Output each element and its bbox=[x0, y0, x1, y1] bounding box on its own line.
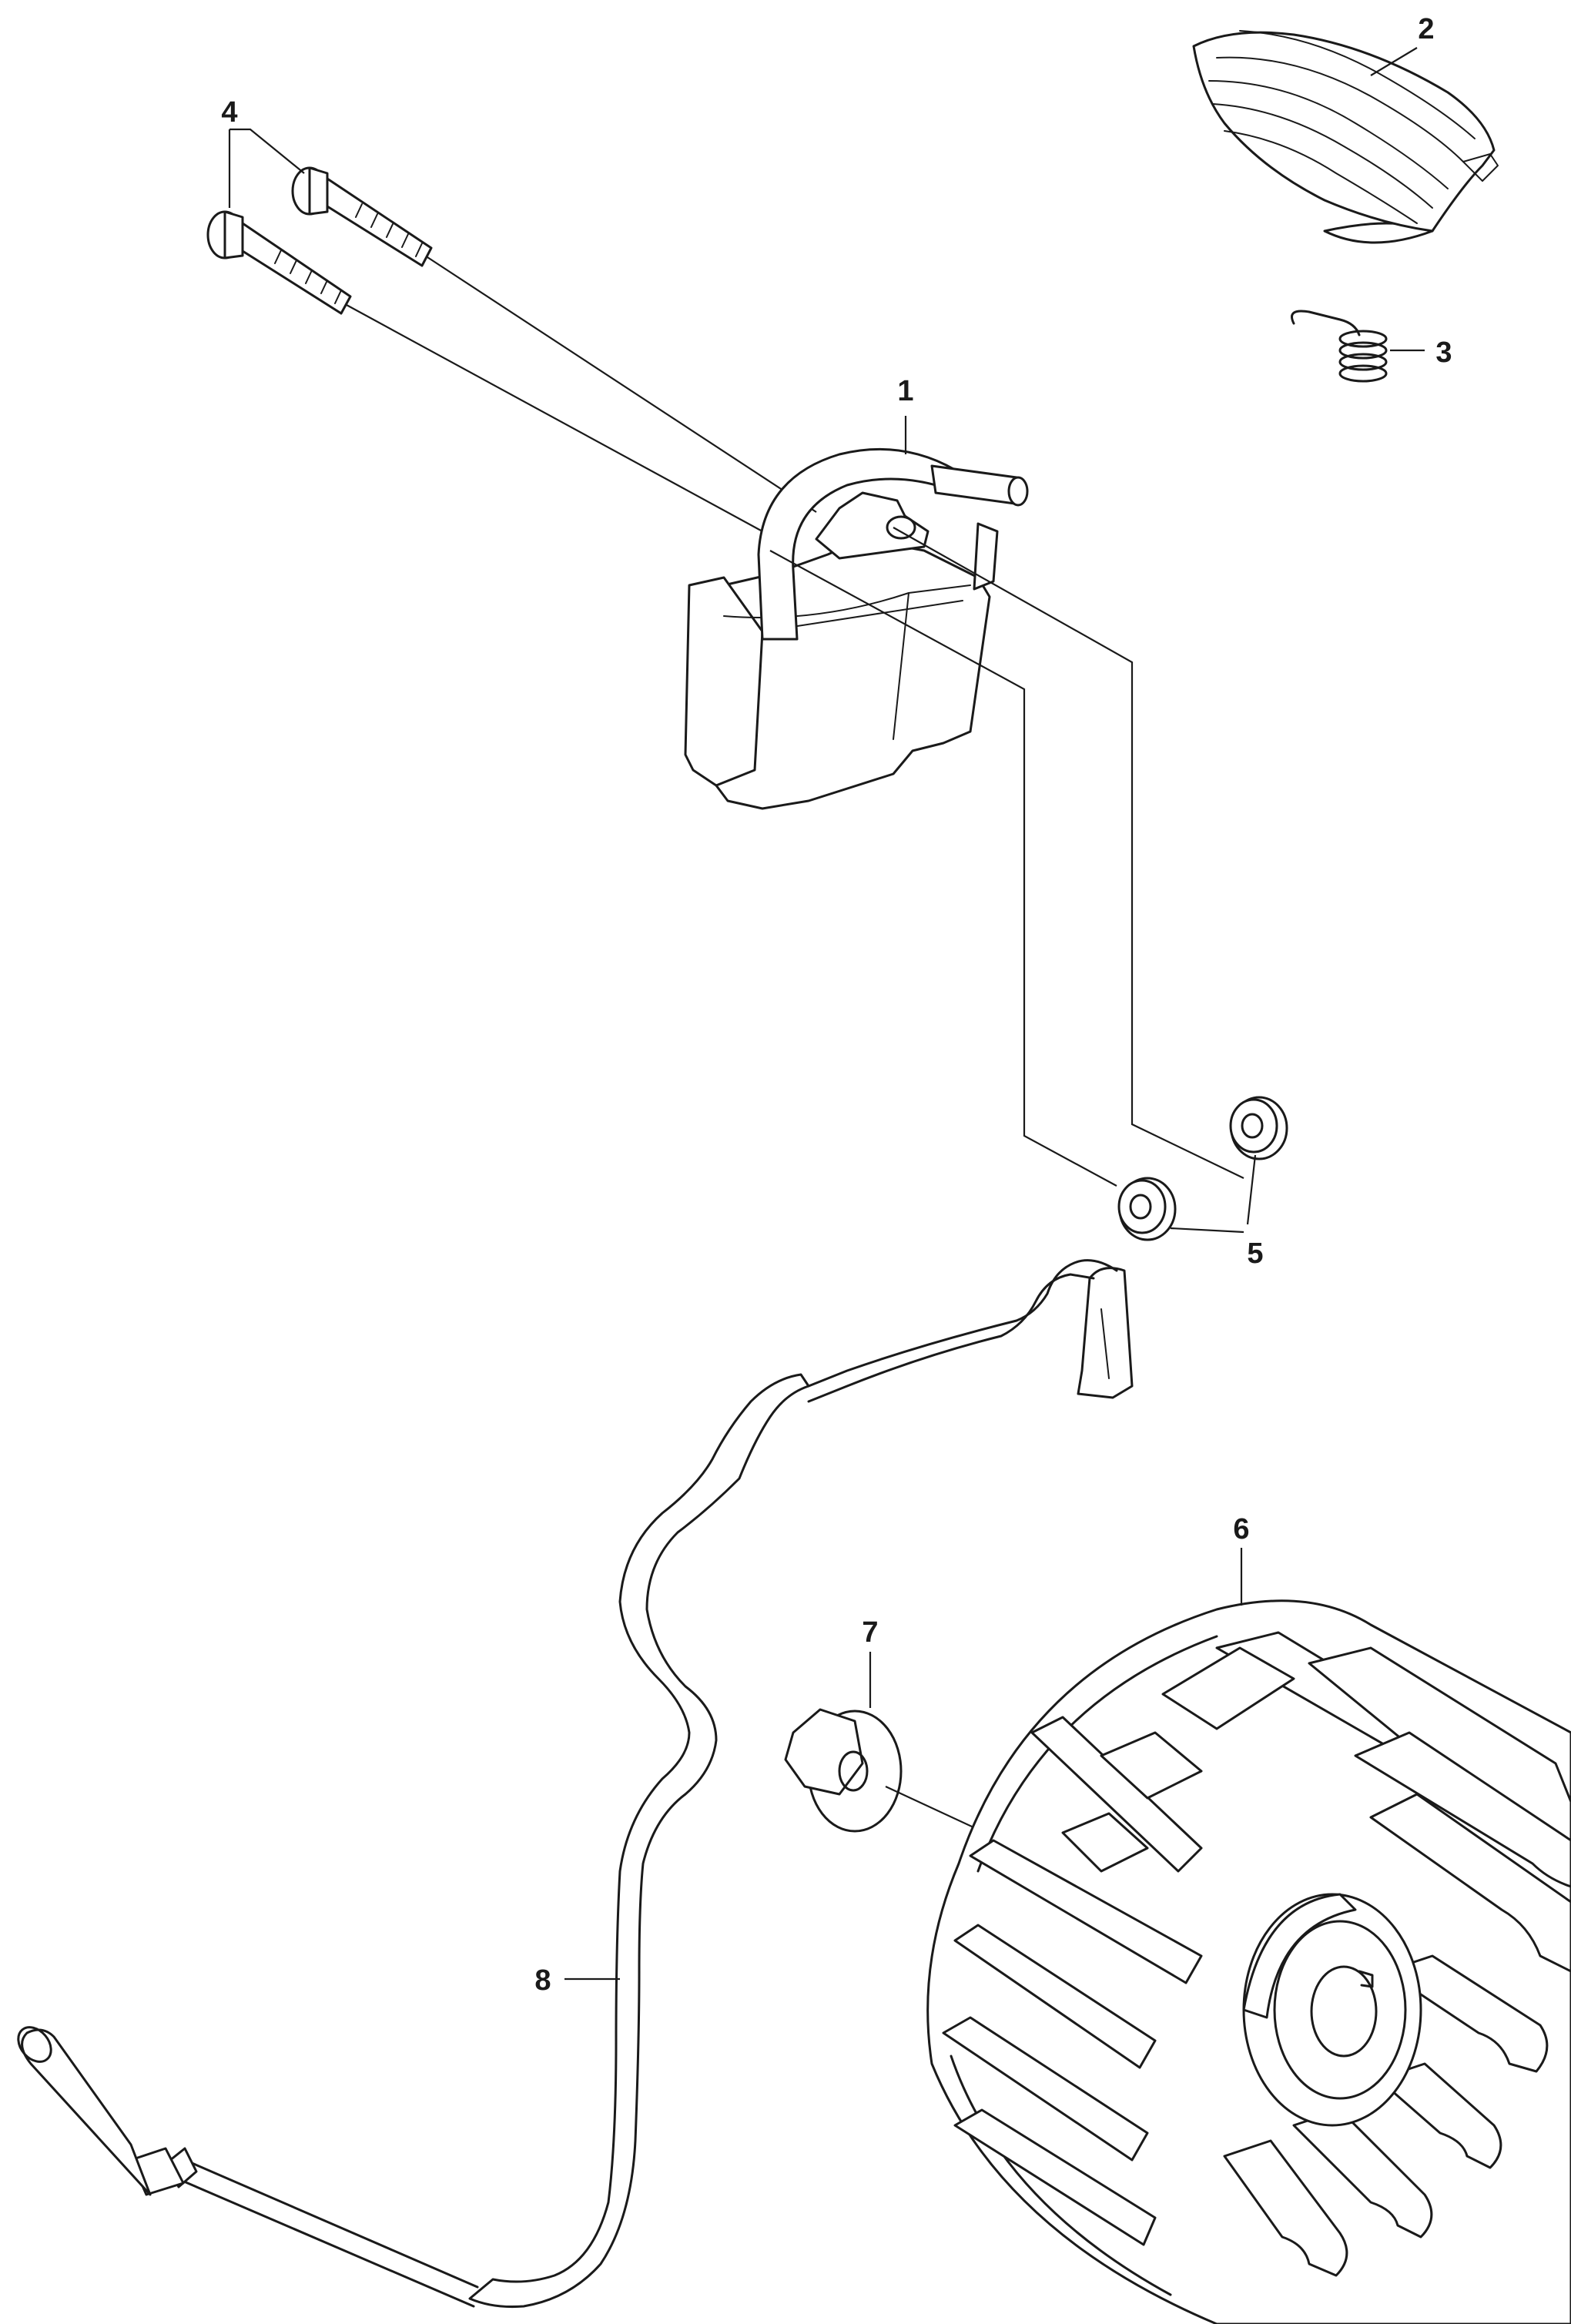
part-4-screws bbox=[206, 166, 817, 532]
callout-leaders bbox=[228, 47, 1425, 1981]
part-7-nut bbox=[784, 1708, 994, 1837]
part-8-wire bbox=[17, 1259, 1134, 2309]
screw-lower bbox=[206, 210, 352, 315]
part-5-spacers bbox=[1117, 1096, 1288, 1241]
part-6-flywheel bbox=[926, 1599, 1571, 2324]
spacer-right bbox=[1229, 1096, 1288, 1160]
screw-upper bbox=[291, 166, 433, 267]
part-3-spring bbox=[1291, 310, 1388, 383]
callout-5: 5 bbox=[1247, 1237, 1263, 1270]
callout-4: 4 bbox=[221, 96, 237, 129]
callout-numbers: 1 2 3 4 5 6 7 8 bbox=[221, 13, 1452, 1997]
callout-7: 7 bbox=[862, 1616, 878, 1649]
callout-6: 6 bbox=[1233, 1513, 1249, 1545]
callout-1: 1 bbox=[897, 375, 913, 407]
part-2-cover bbox=[1192, 30, 1499, 244]
callout-8: 8 bbox=[534, 1964, 551, 1997]
part-1-ignition-coil bbox=[684, 447, 1029, 810]
coil-leader-a bbox=[893, 527, 1244, 1179]
callout-2: 2 bbox=[1418, 13, 1434, 45]
coil-leader-b bbox=[769, 550, 1117, 1187]
spacer-left bbox=[1117, 1177, 1177, 1241]
callout-3: 3 bbox=[1435, 337, 1452, 369]
